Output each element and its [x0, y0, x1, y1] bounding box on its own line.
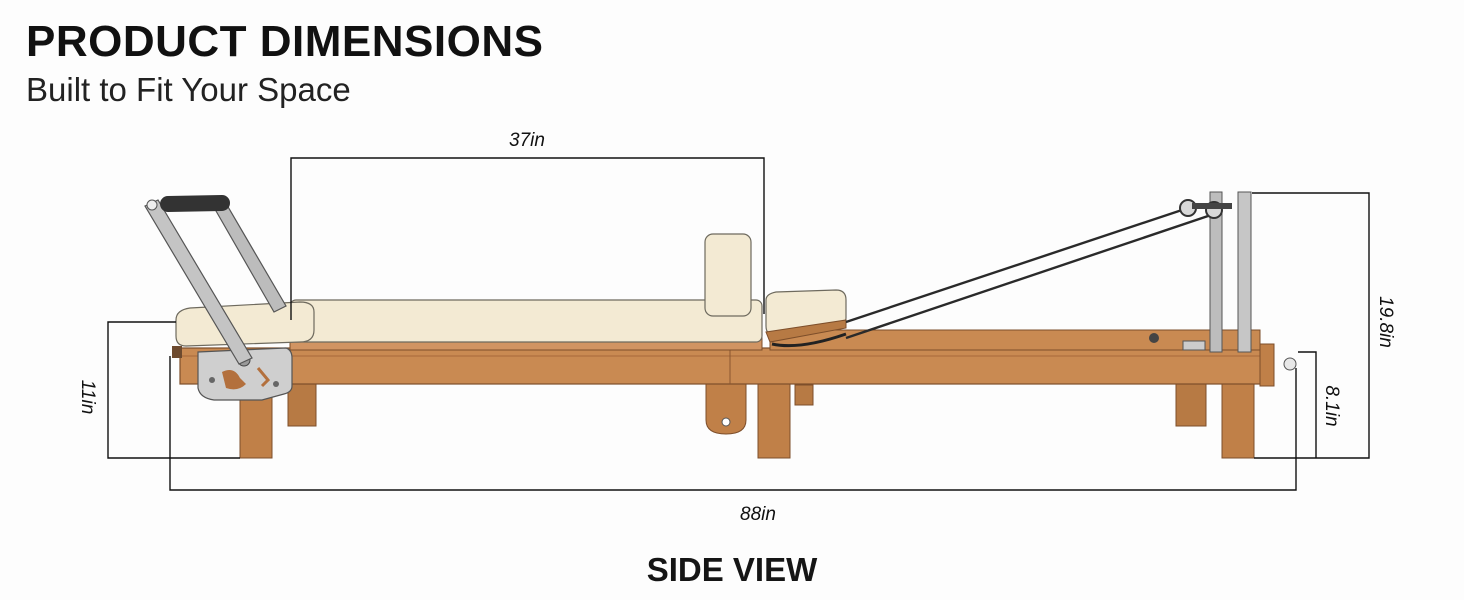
rope-lower [845, 212, 1215, 340]
dim-carriage-length [290, 157, 765, 320]
dim-tower-height [1252, 192, 1370, 459]
label-overall-length: 88in [740, 504, 776, 525]
label-frame-height: 11in [77, 380, 98, 415]
frame-end-cap [1259, 343, 1275, 387]
leg-mid-back [287, 379, 317, 427]
tower-pole-rear [1209, 191, 1223, 353]
leg-right-back [1175, 379, 1207, 427]
dim-overall-length [169, 356, 1297, 491]
leg-center-back [794, 384, 814, 406]
label-footbar-height: 8.1in [1321, 385, 1342, 426]
rope-upper [845, 206, 1189, 324]
mechanism-plate [197, 347, 293, 401]
shoulder-block [704, 233, 752, 317]
headrest-cushion [175, 301, 315, 347]
dim-frame-height [107, 321, 240, 459]
leg-right-front [1221, 379, 1255, 459]
dimension-lines [107, 157, 1370, 491]
view-caption: SIDE VIEW [646, 551, 818, 588]
tower-pole-front [1237, 191, 1252, 353]
page-subtitle: Built to Fit Your Space [26, 71, 351, 108]
center-bracket [705, 381, 747, 435]
carriage-cushion [289, 299, 763, 343]
footbar-handle [160, 195, 230, 212]
dim-footbar-height [1298, 351, 1317, 458]
page-title: PRODUCT DIMENSIONS [26, 17, 544, 66]
leg-center-front [757, 379, 791, 459]
frame-rail [179, 347, 1263, 385]
reformer-illustration [144, 191, 1297, 459]
label-carriage-length: 37in [509, 130, 545, 151]
footbar-arm-back [211, 199, 287, 313]
label-tower-height: 19.8in [1375, 296, 1396, 348]
